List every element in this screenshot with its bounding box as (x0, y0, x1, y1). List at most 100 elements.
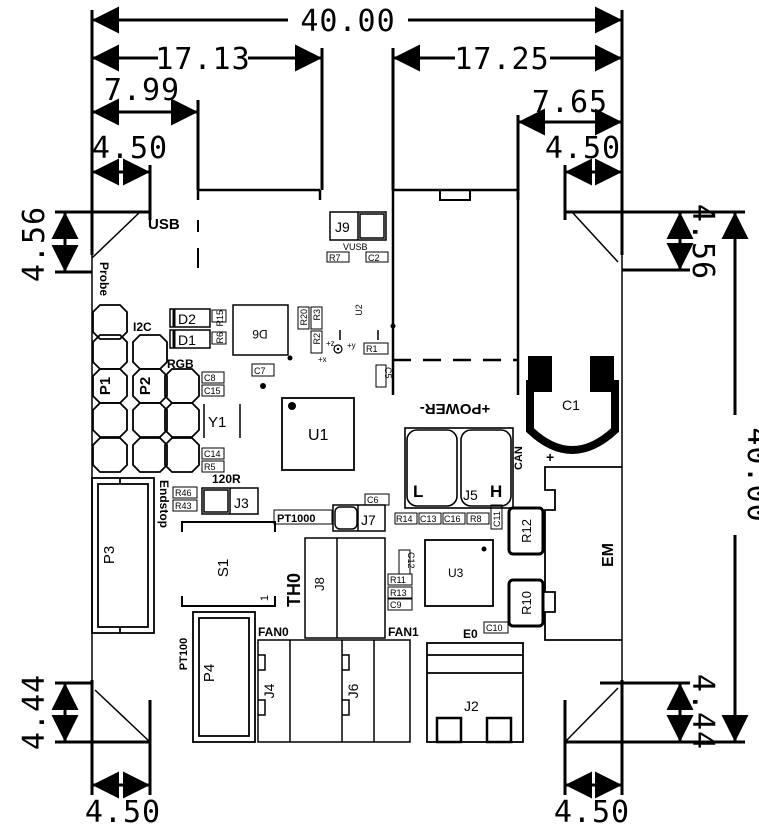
usb-label: USB (148, 216, 180, 233)
p1-label: P1 (97, 377, 114, 395)
j8-connector (304, 537, 386, 639)
em-label: EM (600, 543, 617, 567)
c8-label: C8 (204, 373, 216, 383)
c1-plus: + (546, 449, 554, 465)
dim-right-hole-bottom: 4.50 (554, 795, 630, 830)
header-pin (92, 402, 128, 438)
c15-label: C15 (204, 386, 221, 396)
axis-x-label: +x (318, 355, 327, 364)
dimension-labels: 40.00 17.13 17.25 7.99 7.65 4.50 4.50 4.… (17, 4, 759, 830)
th0-label: TH0 (284, 573, 304, 607)
diodes (169, 308, 227, 349)
header-pin (164, 368, 200, 404)
dim-right-hole-top: 4.50 (545, 131, 621, 166)
dim-top-right-hole: 4.56 (685, 204, 720, 280)
j5-l-label: L (413, 482, 423, 501)
j2-connector (426, 642, 524, 744)
dim-left-hole-top: 4.50 (92, 131, 168, 166)
d1-label: D1 (178, 332, 196, 348)
i2c-label: I2C (133, 320, 152, 334)
em-connector (544, 466, 622, 641)
r6-label: R6 (215, 332, 225, 344)
e0-label: E0 (463, 627, 478, 641)
u1-label: U1 (308, 427, 329, 444)
r5-label: R5 (204, 462, 216, 472)
probe-label: Probe (97, 262, 111, 296)
u2-label: U2 (354, 304, 364, 316)
usb-connector (196, 188, 322, 268)
dim-left-width: 17.13 (155, 42, 250, 77)
r7-label: R7 (329, 253, 341, 263)
c5-label: C5 (383, 367, 393, 379)
u3-chip (424, 539, 494, 607)
p4-connector (192, 611, 256, 743)
r14-label: R14 (396, 514, 413, 524)
j9-label: J9 (335, 219, 350, 235)
fan0-label: FAN0 (258, 625, 289, 639)
resistors-r20-r3 (297, 306, 323, 354)
rgb-label: RGB (167, 357, 194, 371)
dim-height-total: 40.00 (740, 427, 759, 522)
p2-label: P2 (137, 377, 154, 395)
c16-label: C16 (444, 514, 461, 524)
c1-capacitor (526, 356, 619, 454)
header-pin (132, 334, 168, 370)
axis-z-label: +z (326, 339, 335, 348)
power-connector (391, 188, 520, 395)
c9-label: C9 (390, 600, 402, 610)
j7-label: J7 (361, 512, 376, 528)
j6-label: J6 (345, 683, 361, 698)
can-label: CAN (513, 446, 525, 470)
r8-label: R8 (470, 514, 482, 524)
j8-label: J8 (312, 577, 327, 591)
pt1000-label: PT1000 (277, 513, 316, 525)
vusb-label: VUSB (343, 242, 368, 252)
j5-connector (404, 427, 514, 509)
p3-connector (91, 477, 155, 634)
r10-label: R10 (519, 591, 534, 615)
p3-label: P3 (101, 546, 118, 564)
header-pin (92, 334, 128, 370)
u2-marks (339, 330, 379, 340)
j3-header (201, 487, 259, 515)
u3-label: U3 (448, 566, 464, 580)
120r-label: 120R (212, 472, 241, 486)
pt100-label: PT100 (178, 638, 190, 670)
j3-label: J3 (234, 495, 249, 511)
c12-label: C12 (406, 552, 416, 569)
axis-y-label: +y (347, 341, 356, 350)
dim-width-total: 40.00 (300, 4, 395, 39)
r15-label: R15 (215, 310, 225, 327)
header-pin (164, 437, 200, 473)
r1-label: R1 (366, 344, 378, 354)
c11-label: C11 (492, 511, 502, 527)
d2-label: D2 (178, 311, 196, 327)
r13-label: R13 (390, 588, 407, 598)
j7-header (332, 504, 386, 532)
c7-label: C7 (254, 366, 266, 376)
p4-label: P4 (201, 664, 218, 682)
d6-chip (232, 304, 289, 356)
c10-label: C10 (486, 623, 503, 633)
header-pin (92, 304, 128, 340)
r12-label: R12 (519, 519, 534, 543)
fan1-label: FAN1 (388, 625, 419, 639)
board-outline (91, 211, 623, 743)
dim-bottom-right-hole: 4.44 (685, 674, 720, 750)
j5-label: J5 (463, 487, 478, 503)
y1-label: Y1 (208, 414, 226, 431)
fan-connectors (257, 639, 411, 743)
r2-label: R2 (312, 333, 322, 345)
s1-pin-label: 1 (259, 595, 271, 601)
j5-h-label: H (490, 482, 502, 501)
dim-right-c1: 7.65 (532, 85, 608, 120)
j9-header (329, 211, 387, 241)
r46-label: R46 (175, 488, 192, 498)
header-pin (92, 437, 128, 473)
j2-label: J2 (464, 698, 479, 714)
r3-label: R3 (312, 309, 322, 321)
d6-label: D6 (252, 327, 268, 341)
power-label: +POWER- (420, 400, 490, 417)
